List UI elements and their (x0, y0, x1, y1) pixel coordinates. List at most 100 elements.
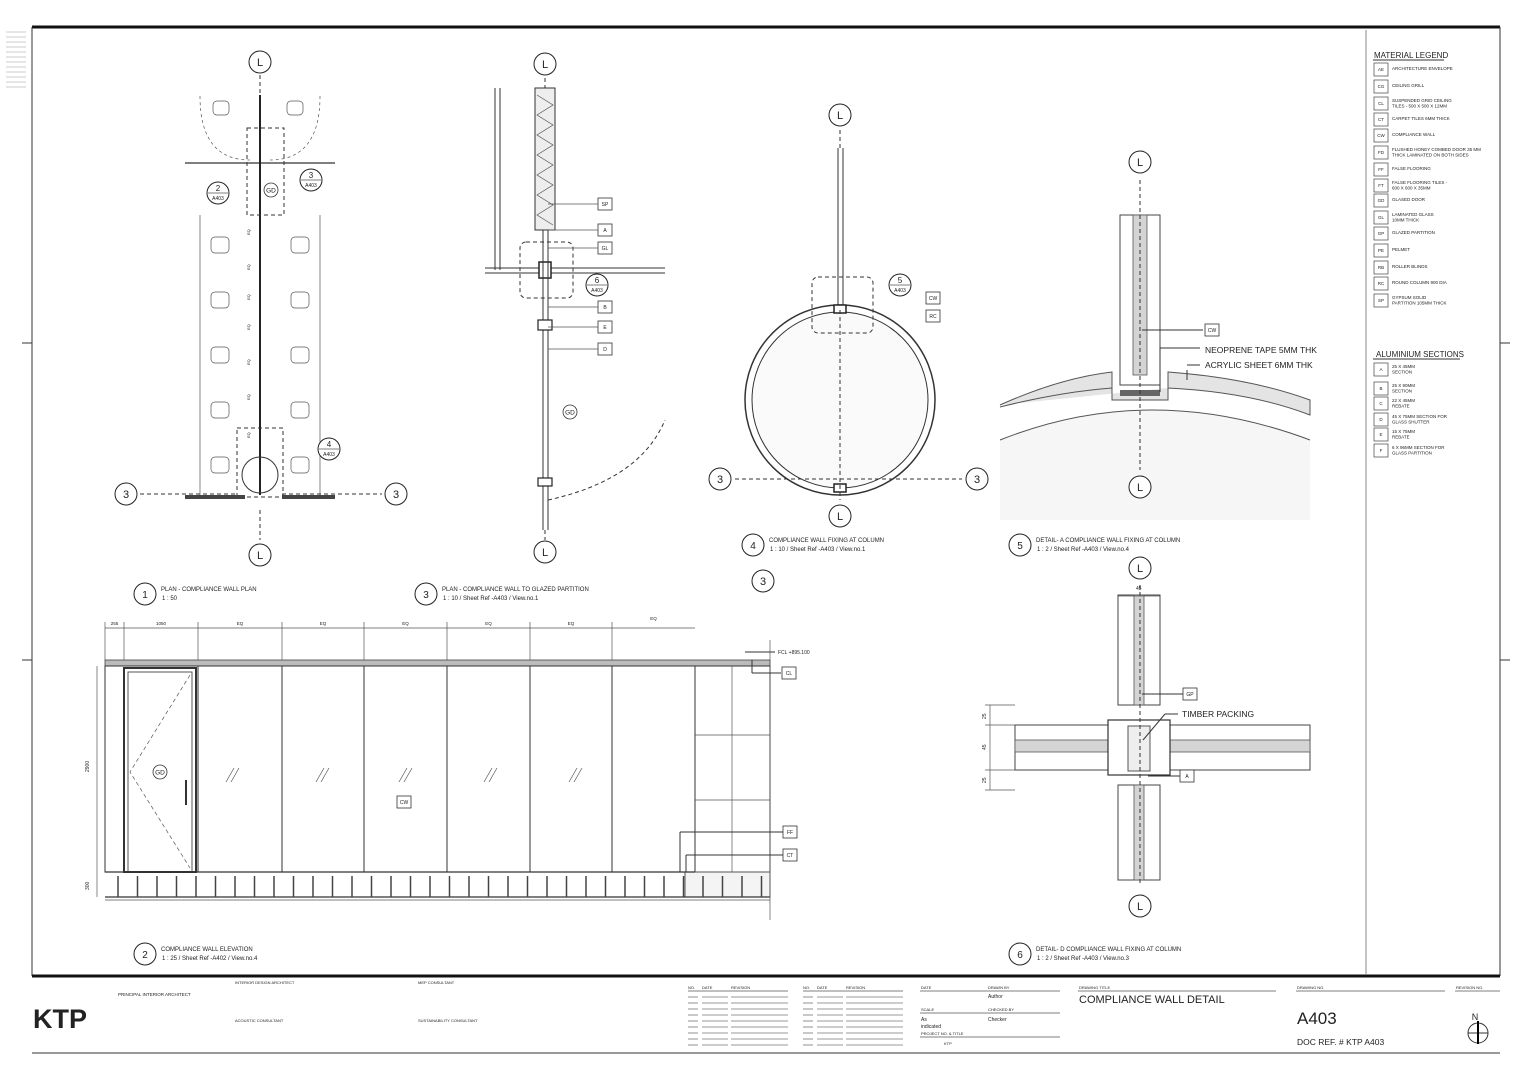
dimension-label: EQ (568, 621, 575, 626)
grid-bubble: L (1128, 150, 1152, 174)
section-ref-sheet: A403 (591, 288, 603, 294)
eq-dim-label: EQ (246, 229, 251, 235)
material-tag: CL (786, 671, 793, 677)
grid-bubble-circle (1128, 894, 1152, 918)
legend-description: GYPSUM SOLID (1392, 295, 1427, 300)
material-tag: CW (929, 296, 938, 302)
grid-bubble-circle (384, 482, 408, 506)
grid-bubble: 3 (965, 467, 989, 491)
section-ref-number: 4 (327, 440, 332, 449)
section-ref-sheet: A403 (323, 452, 335, 458)
eq-dim-label: EQ (246, 264, 251, 270)
view-scale: 1 : 2 / Sheet Ref -A403 / View.no.3 (1037, 956, 1130, 962)
key-plan-thumbnail (6, 31, 26, 88)
chair-icon (210, 401, 230, 419)
legend-description: 22 X 45MM (1392, 398, 1415, 403)
legend-code-box (1373, 396, 1389, 411)
legend-item-rb: RB ROLLER BLINDS (1373, 260, 1428, 275)
legend-description: ROUND COLUMN 900 DIA (1392, 280, 1447, 285)
view-number-circle (133, 582, 157, 606)
material-tag: D (603, 347, 607, 353)
grid-bubble: L (533, 540, 557, 564)
legend-code-box (1373, 128, 1389, 143)
grid-bubble-circle (1128, 556, 1152, 580)
drawn-by-value: Author (988, 994, 1003, 1000)
legend-code-box (1373, 112, 1389, 127)
legend-description: CEILING GRILL (1392, 83, 1425, 88)
glass-mark (568, 767, 578, 783)
grid-bubble-circle (1128, 475, 1152, 499)
door-tag-circle (152, 764, 168, 780)
grid-bubble-circle (533, 540, 557, 564)
sheet-frame (6, 25, 1510, 1054)
interior-label: INTERIOR DESIGN ARCHITECT (235, 980, 295, 985)
grid-label: L (1137, 157, 1143, 169)
project-value: KTP (944, 1041, 952, 1046)
detail-d-dim-2: 45 (982, 744, 988, 750)
material-tag-box (396, 795, 412, 809)
drawing-number: A403 (1297, 1009, 1337, 1028)
grid-label: 3 (760, 576, 766, 588)
grid-bubble: L (533, 52, 557, 76)
legend-description: REBATE (1392, 435, 1410, 440)
elevation-mullions (197, 666, 613, 872)
view-4-column (735, 130, 962, 500)
legend-code: RB (1378, 265, 1384, 270)
chair-icon (290, 401, 310, 419)
material-tag: CT (787, 853, 794, 859)
legend-code-box (1373, 193, 1389, 208)
detail-d-dim-3: 25 (982, 777, 988, 783)
view-title: COMPLIANCE WALL FIXING AT COLUMN (769, 538, 884, 544)
legend-description: ROLLER BLINDS (1392, 264, 1428, 269)
grid-label: 3 (974, 474, 980, 486)
chair-icon (210, 236, 230, 254)
legend-description: SUSPENDED GRID CEILING (1392, 98, 1452, 103)
section-ref-sheet: A403 (894, 288, 906, 294)
doc-ref: DOC REF. # KTP A403 (1297, 1037, 1385, 1047)
view-number: 5 (1017, 541, 1023, 552)
section-ref-number: 3 (309, 171, 314, 180)
legend-description: SECTION (1392, 370, 1412, 375)
drawn-by-label: DRAWN BY (988, 985, 1010, 990)
detail-d-dim-1: 25 (982, 713, 988, 719)
grid-label: L (542, 59, 548, 71)
material-tag-box (925, 309, 941, 323)
legend-code: CT (1378, 117, 1384, 122)
elevation-floor-dim: 300 (85, 881, 91, 890)
legend-code: E (1379, 432, 1382, 437)
material-tag: FF (787, 830, 793, 836)
legend-description: 600 X 600 X 35MM (1392, 186, 1431, 191)
neoprene-label: NEOPRENE TAPE 5MM THK (1205, 345, 1317, 355)
material-tag: E (603, 325, 607, 331)
north-label: N (1472, 1012, 1479, 1022)
eq-dim-label: EQ (246, 394, 251, 400)
view-title: COMPLIANCE WALL ELEVATION (161, 947, 253, 953)
dimension-label: EQ (650, 616, 657, 621)
legend-description: PARTITION 105MM THICK (1392, 301, 1447, 306)
section-ref-number: 6 (595, 276, 600, 285)
ktp-logo: KTP (33, 1004, 87, 1034)
legend-description: ARCHITECTURE ENVELOPE (1392, 66, 1453, 71)
view-scale: 1 : 2 / Sheet Ref -A403 / View.no.4 (1037, 547, 1130, 553)
checked-by-label: CHECKED BY (988, 1007, 1014, 1012)
legend-description: 6 X 96MM SECTION FOR (1392, 445, 1445, 450)
material-tag: RC (929, 314, 937, 320)
legend-code: PE (1378, 248, 1384, 253)
legend-code: RC (1378, 281, 1385, 286)
legend-code-box (1373, 210, 1389, 225)
scale-value-2: indicated (921, 1024, 941, 1030)
view-5-detail-a (999, 180, 1311, 520)
glass-mark (320, 767, 330, 783)
